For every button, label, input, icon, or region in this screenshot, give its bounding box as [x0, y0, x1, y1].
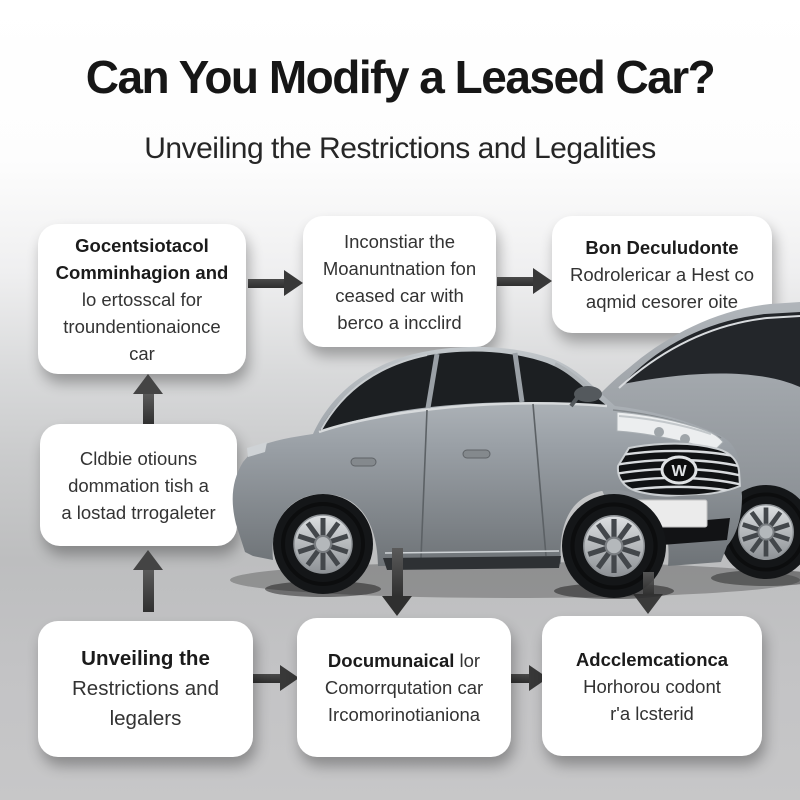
arrow-right-icon — [252, 665, 299, 691]
car-badge-w-icon: W — [671, 463, 687, 480]
flow-box-middle-left: Cldbie otiouns dommation tish a a lostad… — [40, 424, 237, 546]
arrow-shaft — [142, 394, 154, 424]
flow-box-line: Comorrqutation car — [324, 677, 484, 698]
flow-box-line: car — [129, 342, 155, 364]
arrow-head — [280, 665, 299, 691]
arrow-shaft — [642, 572, 654, 594]
side-mirror — [569, 386, 602, 408]
arrow-up-icon — [133, 550, 163, 612]
flow-box-top-left: Gocentsiotacol Comminhagion and lo ertos… — [38, 224, 246, 374]
flow-box-bottom-middle: Documunaical lor Comorrqutation car Irco… — [297, 618, 511, 757]
rear-wheel — [273, 494, 373, 594]
flow-box-line: legalers — [109, 707, 182, 730]
headlight — [616, 411, 724, 451]
flow-box-line: Restrictions and — [72, 677, 219, 700]
arrow-head — [382, 596, 412, 616]
main-car: W — [232, 346, 742, 598]
arrow-shaft — [501, 673, 529, 683]
flow-box-top-right: Bon Deculudonte Rodrolericar a Hest co a… — [552, 216, 772, 333]
door-handle — [350, 457, 377, 467]
flow-box-top-middle: Inconstiar the Moanuntnation fon ceased … — [303, 216, 496, 347]
flow-box-bottom-left: Unveiling the Restrictions and legalers — [38, 621, 253, 757]
rocker-panel — [383, 556, 561, 570]
arrow-head — [133, 550, 163, 570]
flow-box-line-part: lor — [454, 650, 481, 671]
arrow-shaft — [248, 278, 284, 288]
flow-box-line-part: Documunaical — [327, 650, 455, 671]
page-subtitle: Unveiling the Restrictions and Legalitie… — [144, 132, 656, 165]
flow-box-line: lo ertosscal for — [81, 288, 203, 310]
car-illustration: W — [215, 292, 800, 602]
flow-box-line: troundentionaionce — [63, 315, 221, 337]
arrow-head — [533, 268, 552, 294]
arrow-shaft — [252, 673, 280, 683]
arrow-down-icon — [633, 572, 663, 614]
flow-box-line: Comminhagion and — [55, 261, 229, 283]
flow-box-bottom-right: Adcclemcationca Horhorou codont r'a lcst… — [542, 616, 762, 756]
flow-box-line: Inconstiar the — [343, 230, 456, 252]
flow-box-line: dommation tish a — [68, 474, 209, 496]
arrow-shaft — [391, 548, 403, 596]
car-badge-oval — [660, 455, 698, 485]
page-title: Can You Modify a Leased Car? — [85, 51, 716, 103]
flow-box-line: Bon Deculudonte — [585, 237, 739, 258]
flow-box-line: Gocentsiotacol — [75, 234, 209, 256]
arrow-shaft — [497, 276, 533, 286]
flow-box-line: Cldbie otiouns — [79, 447, 198, 469]
flow-box-line: Documunaical lor — [328, 647, 480, 674]
flow-box-line: a lostad trrogaleter — [61, 501, 216, 523]
arrow-head — [133, 374, 163, 394]
taillight — [247, 442, 267, 457]
arrow-up-icon — [133, 374, 163, 424]
flow-box-line: ceased car with — [335, 284, 464, 306]
flow-box-line: Rodrolericar a Hest co — [569, 264, 755, 285]
car-door-lines — [420, 403, 547, 559]
arrow-down-icon — [382, 548, 412, 616]
car-photo-svg: W — [230, 302, 800, 602]
car-pillars — [425, 352, 525, 409]
flow-box-line: r'a lcsterid — [610, 702, 694, 724]
flow-box-line: Moanuntnation fon — [322, 257, 477, 279]
flow-box-line: aqmid cesorer oite — [585, 291, 739, 312]
arrow-shaft — [142, 570, 154, 612]
arrow-head — [284, 270, 303, 296]
arrow-head — [633, 594, 663, 614]
arrow-right-icon — [497, 268, 552, 294]
flow-box-line: Adcclemcationca — [575, 648, 729, 670]
arrow-right-icon — [248, 270, 303, 296]
flow-box-line: Horhorou codont — [583, 675, 721, 697]
flow-box-line: berco a incclird — [337, 311, 462, 333]
flow-box-line: Unveiling the — [81, 647, 210, 670]
car-windows — [319, 351, 607, 432]
flow-box-line: Ircomorinotianiona — [327, 704, 481, 725]
grille: W — [616, 442, 742, 497]
door-handle — [462, 449, 491, 459]
